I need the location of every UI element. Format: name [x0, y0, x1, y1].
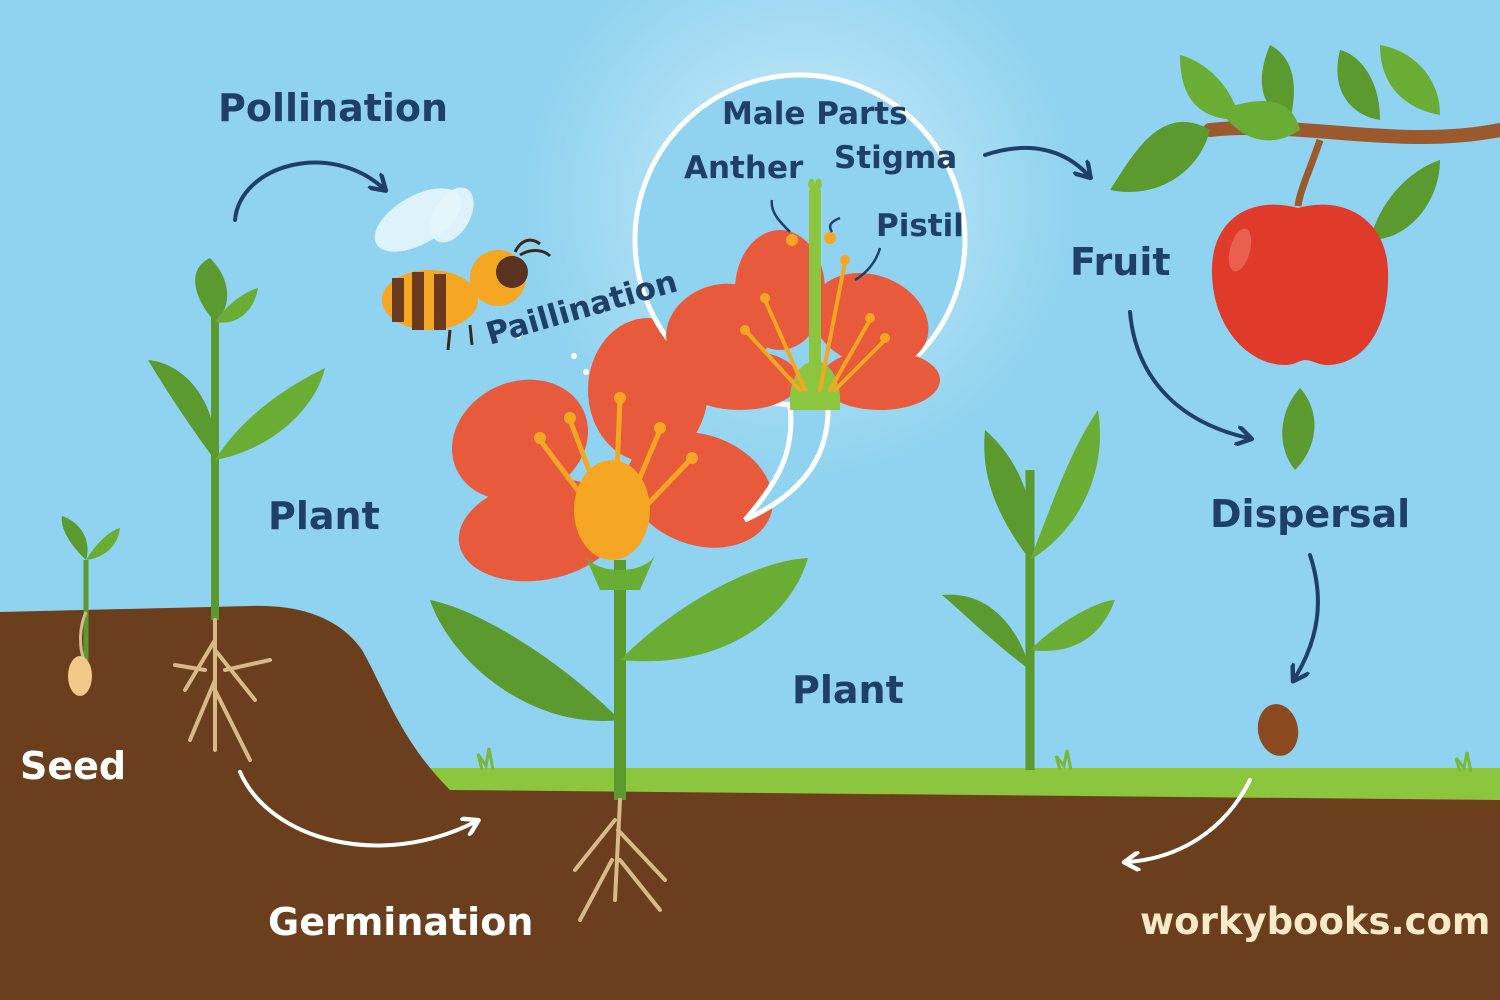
arrow-to-fruit: [983, 146, 1088, 175]
label-male-parts: Male Parts: [722, 96, 908, 132]
seedling: [61, 516, 120, 696]
seed-icon: [68, 656, 92, 696]
bee-icon: [374, 187, 552, 351]
pollen-dot: [571, 353, 577, 359]
label-plant-center: Plant: [792, 668, 904, 712]
dispersed-seed-icon: [1257, 704, 1299, 756]
arrow-fruit-to-dispersal: [1128, 310, 1248, 438]
label-seed: Seed: [20, 744, 127, 788]
label-anther: Anther: [684, 150, 804, 186]
soil: [0, 605, 1500, 1000]
pollen-dot: [515, 333, 521, 339]
apple-icon: [1211, 204, 1389, 366]
flowering-plant: [430, 558, 808, 922]
arrow-germination: [238, 770, 475, 848]
leaf-seed-icon: [1282, 388, 1315, 470]
apple-branch: [1110, 45, 1500, 240]
label-stigma: Stigma: [834, 140, 958, 176]
label-dispersal: Dispersal: [1210, 492, 1411, 536]
arrow-pollination: [233, 160, 383, 222]
young-plant: [148, 258, 325, 762]
grass-tuft: [1054, 749, 1073, 771]
magnified-flower-callout: [632, 72, 968, 523]
pollen-dot: [583, 369, 589, 375]
arrow-dispersal-down: [1295, 553, 1320, 678]
grass-tuft: [476, 747, 495, 771]
grass-tuft: [1454, 751, 1473, 773]
label-pollination: Pollination: [218, 86, 449, 130]
sprout-right: [942, 410, 1115, 770]
arrow-seed-return: [1128, 778, 1252, 862]
label-germination: Germination: [268, 900, 534, 944]
label-plant-left: Plant: [268, 494, 380, 538]
label-pistil: Pistil: [876, 208, 964, 244]
watermark: workybooks.com: [1140, 900, 1491, 943]
label-fruit: Fruit: [1070, 240, 1171, 284]
